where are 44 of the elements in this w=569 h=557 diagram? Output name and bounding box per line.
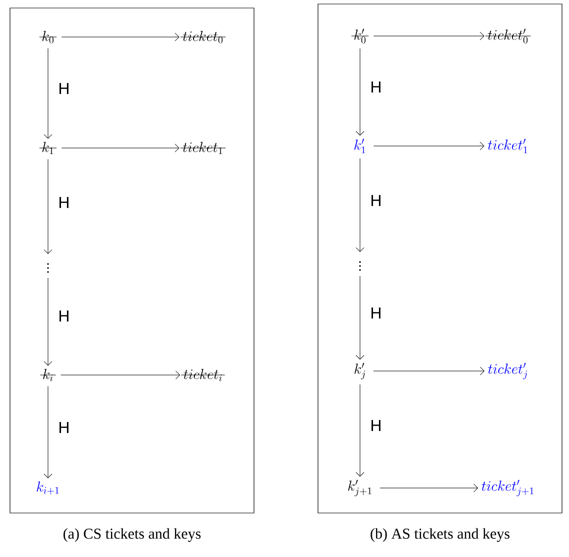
arrow xyxy=(44,386,52,478)
struck-math-label: $ticket'_0$ xyxy=(485,28,531,44)
struck-math-label: $k_i$ xyxy=(40,368,56,382)
arrow xyxy=(380,484,478,492)
edge-label: H xyxy=(372,308,380,318)
edge-label: H xyxy=(372,195,380,206)
arrow xyxy=(44,159,52,254)
edge-label: H xyxy=(372,82,380,92)
arrow xyxy=(373,142,484,150)
panel-frame xyxy=(318,4,562,514)
math-label: $ticket'_{j+1}$ xyxy=(482,480,534,496)
edge-label: H xyxy=(60,422,68,433)
arrow xyxy=(356,384,364,477)
arrow xyxy=(356,158,364,252)
struck-math-label: $k'_0$ xyxy=(351,28,369,44)
math-label: $k_{i+1}$ xyxy=(36,482,59,494)
math-label: $ticket'_j$ xyxy=(488,362,528,380)
struck-math-label: $ticket_0$ xyxy=(180,30,226,44)
arrow xyxy=(356,48,364,136)
struck-math-label: $k_0$ xyxy=(39,30,57,44)
struck-math-label: $ticket_i$ xyxy=(180,368,226,382)
edge-label: H xyxy=(60,197,68,208)
arrow xyxy=(373,366,484,376)
math-label: $k'_1$ xyxy=(354,138,366,154)
math-label: $\vdots$ xyxy=(47,263,49,273)
arrow xyxy=(373,32,484,40)
struck-math-label: $k_1$ xyxy=(39,142,57,154)
arrow xyxy=(356,276,364,360)
caption: (b) AS tickets and keys xyxy=(370,528,510,542)
edge-label: H xyxy=(60,310,68,322)
panel-frame xyxy=(10,8,254,514)
math-label: $\vdots$ xyxy=(359,261,361,271)
caption: (a) CS tickets and keys xyxy=(64,528,201,542)
arrow xyxy=(61,32,180,42)
arrow xyxy=(61,144,180,152)
math-label: $ticket'_1$ xyxy=(488,138,528,154)
math-label: $k'_j$ xyxy=(354,362,366,380)
arrow xyxy=(44,48,52,139)
arrow xyxy=(44,278,52,366)
struck-math-label: $ticket_1$ xyxy=(180,142,226,154)
edge-label: H xyxy=(372,420,380,431)
math-label: $k'_{j+1}$ xyxy=(348,480,372,496)
edge-label: H xyxy=(60,83,68,94)
arrow xyxy=(60,370,180,380)
